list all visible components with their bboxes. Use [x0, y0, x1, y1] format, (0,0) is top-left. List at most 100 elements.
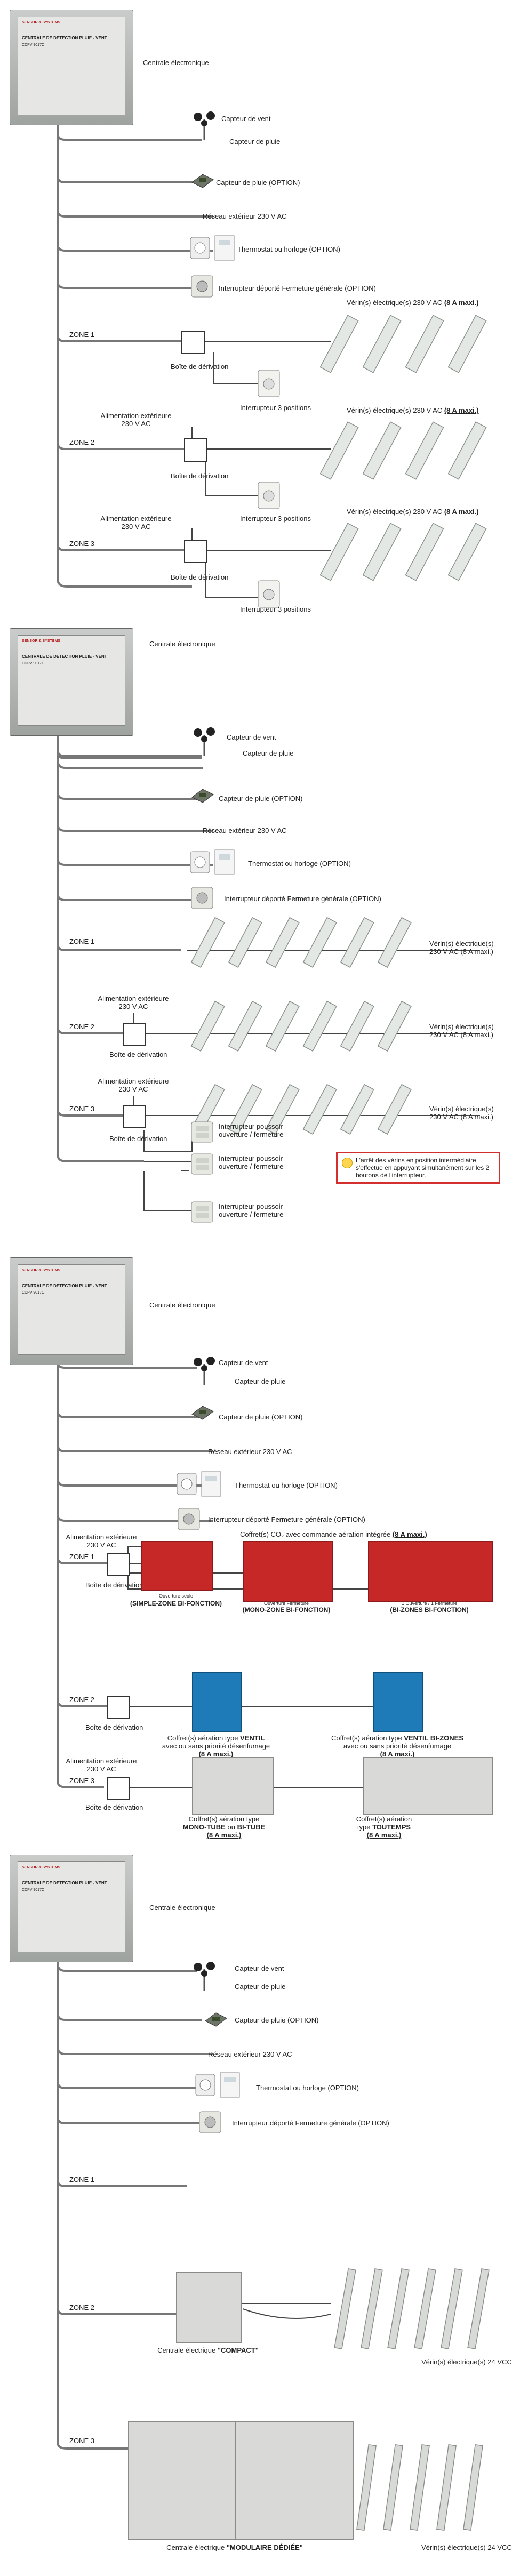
rain-sensor-icon — [191, 789, 214, 803]
zone1-label: ZONE 1 — [69, 1553, 94, 1561]
lightbulb-icon — [342, 1158, 353, 1168]
thermostat-icon — [190, 235, 235, 261]
ventil-bizones-label: Coffret(s) aération type VENTIL BI-ZONES… — [331, 1734, 464, 1758]
cabinet-title: CENTRALE DE DETECTION PLUIE - VENT — [22, 654, 107, 659]
reseau-label: Réseau extérieur 230 V AC — [203, 212, 287, 220]
monotube-label: Coffret(s) aération type MONO-TUBE ou BI… — [182, 1815, 266, 1839]
thermo-label: Thermostat ou horloge (OPTION) — [256, 2084, 359, 2092]
pluie-label: Capteur de pluie — [243, 749, 294, 757]
wind-sensor-icon — [194, 111, 215, 140]
coffret-monotube-image — [192, 1757, 274, 1815]
centrale-modulaire-open-image — [235, 2421, 354, 2540]
junction-box — [107, 1553, 130, 1576]
actuators-zone3-icon — [190, 1084, 412, 1135]
cabinet-model: CDPV 9017C — [22, 43, 45, 47]
wind-sensor-icon — [194, 727, 215, 756]
bz-label: (BI-ZONES BI-FONCTION) — [390, 1606, 469, 1614]
junction-box — [181, 331, 205, 354]
inter3-label: Interrupteur 3 positions — [240, 515, 311, 523]
thermostat-icon — [177, 1471, 221, 1497]
centrale-label: Centrale électronique — [149, 1904, 215, 1912]
schema-section-3: SENSOR & SYSTEMS CENTRALE DE DETECTION P… — [0, 1248, 502, 1839]
coffret-sz-image — [141, 1541, 213, 1591]
mz-label: (MONO-ZONE BI-FONCTION) — [242, 1606, 331, 1614]
coffret-toutemps-image — [363, 1757, 493, 1815]
centrale-cabinet: SENSOR & SYSTEMS CENTRALE DE DETECTION P… — [10, 628, 133, 736]
sz-label: (SIMPLE-ZONE BI-FONCTION) — [130, 1600, 222, 1607]
zone2-label: ZONE 2 — [69, 1696, 94, 1704]
coffret-cmd-label: Coffret(s) CO₂ avec commande aération in… — [240, 1530, 427, 1538]
zone3-label: ZONE 3 — [69, 1105, 94, 1113]
junction-box — [123, 1023, 146, 1046]
thermostat-icon — [190, 849, 235, 875]
boite-label: Boîte de dérivation — [85, 1803, 143, 1811]
boite-label: Boîte de dérivation — [109, 1050, 167, 1058]
reseau-label: Réseau extérieur 230 V AC — [208, 1448, 292, 1456]
wind-sensor-icon — [194, 1357, 215, 1385]
centrale-label: Centrale électronique — [149, 1301, 215, 1309]
actuators-zone1-icon — [319, 315, 487, 373]
thermo-label: Thermostat ou horloge (OPTION) — [235, 1481, 338, 1489]
thermo-label: Thermostat ou horloge (OPTION) — [237, 245, 340, 253]
schema-section-1: SENSOR & SYSTEMS CENTRALE DE DETECTION P… — [0, 0, 502, 619]
pluie-option-label: Capteur de pluie (OPTION) — [219, 1413, 303, 1421]
remote-switch-icon — [191, 887, 213, 909]
mz-small: Ouverture Fermeture — [263, 1601, 309, 1606]
coffret-bz-image — [368, 1541, 493, 1602]
cabinet-brand: SENSOR & SYSTEMS — [22, 639, 60, 643]
verins24-label: Vérin(s) électrique(s) 24 VCC — [421, 2543, 512, 2551]
cabinet-title: CENTRALE DE DETECTION PLUIE - VENT — [22, 1881, 107, 1885]
inter3-label: Interrupteur 3 positions — [240, 404, 311, 412]
junction-box — [107, 1696, 130, 1719]
zone2-label: ZONE 2 — [69, 1023, 94, 1031]
boite-label: Boîte de dérivation — [85, 1581, 143, 1589]
schema-section-2: SENSOR & SYSTEMS CENTRALE DE DETECTION P… — [0, 619, 502, 1248]
cabinet-brand: SENSOR & SYSTEMS — [22, 21, 60, 25]
inter3-label: Interrupteur 3 positions — [240, 605, 311, 613]
rain-sensor-icon — [205, 2012, 227, 2027]
actuators-zone3-icon — [319, 523, 487, 581]
coffret-ventil-image — [192, 1672, 242, 1732]
actuators-zone1-icon — [190, 917, 412, 968]
cabinet-model: CDPV 9017C — [22, 662, 45, 665]
junction-box — [123, 1105, 146, 1128]
wiring-lines — [57, 123, 331, 598]
thermostat-icon — [195, 2072, 240, 2098]
verins-label: Vérin(s) électrique(s)230 V AC (8 A maxi… — [429, 1023, 494, 1039]
zone1-label: ZONE 1 — [69, 2176, 94, 2184]
actuators-24v-icon — [356, 2444, 483, 2531]
zone1-label: ZONE 1 — [69, 937, 94, 945]
switch-3pos-icon — [258, 482, 280, 509]
wiring-lines — [57, 733, 480, 1211]
pluie-option-label: Capteur de pluie (OPTION) — [235, 2016, 319, 2024]
inter-label: Interrupteur déporté Fermeture générale … — [232, 2119, 389, 2127]
vent-label: Capteur de vent — [221, 115, 271, 123]
centrale-cabinet: SENSOR & SYSTEMS CENTRALE DE DETECTION P… — [10, 10, 133, 125]
inter-label: Interrupteur déporté Fermeture générale … — [219, 284, 376, 292]
zone3-label: ZONE 3 — [69, 1777, 94, 1785]
centrale-compact-image — [176, 2272, 242, 2343]
pluie-label: Capteur de pluie — [229, 138, 281, 146]
verins-label: Vérin(s) électrique(s)230 V AC (8 A maxi… — [429, 1105, 494, 1121]
centrale-modulaire-image — [128, 2421, 237, 2540]
remote-switch-icon — [199, 2111, 221, 2133]
pluie-option-label: Capteur de pluie (OPTION) — [216, 179, 300, 187]
ventil-label: Coffret(s) aération type VENTIL avec ou … — [162, 1734, 270, 1758]
bz-small: 1 Ouverture / 1 Fermeture — [401, 1601, 458, 1606]
switch-3pos-icon — [258, 580, 280, 608]
boite-label: Boîte de dérivation — [171, 472, 229, 480]
coffret-mz-image — [243, 1541, 333, 1602]
switch-3pos-icon — [258, 370, 280, 397]
centrale-cabinet: SENSOR & SYSTEMS CENTRALE DE DETECTION P… — [10, 1855, 133, 1962]
verins-label: Vérin(s) électrique(s) 230 V AC (8 A max… — [347, 406, 479, 414]
sz-small: Ouverture seule — [158, 1593, 194, 1599]
verins-label: Vérin(s) électrique(s) 230 V AC (8 A max… — [347, 508, 479, 516]
rain-sensor-icon — [191, 1406, 214, 1420]
wiring-lines — [57, 1960, 331, 2450]
remote-switch-icon — [191, 275, 213, 298]
zone3-label: ZONE 3 — [69, 540, 94, 548]
